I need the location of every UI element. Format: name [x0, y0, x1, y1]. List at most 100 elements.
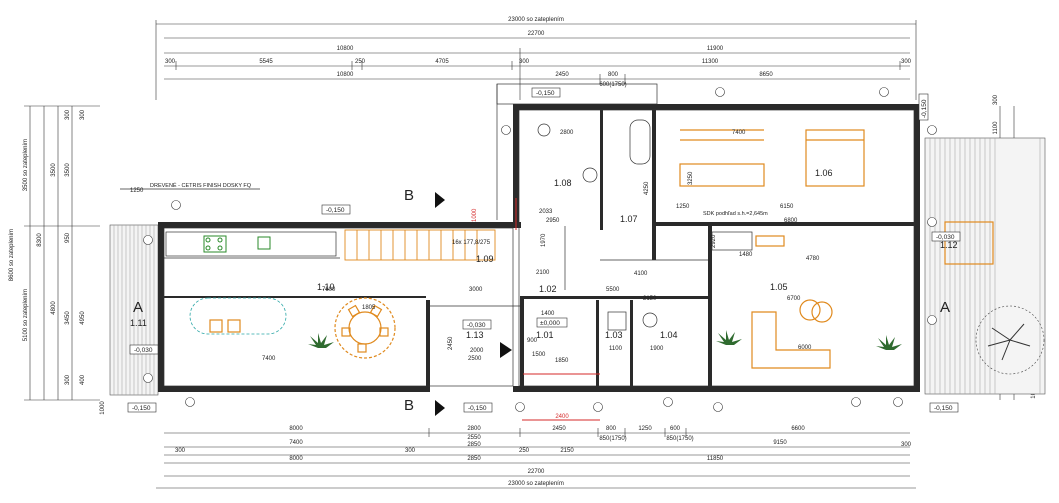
section-a-left: A — [133, 299, 143, 316]
dim-right-b: 300 — [993, 94, 999, 105]
dim-top-row2-5: 300 — [519, 59, 530, 65]
tree-icon — [975, 305, 1045, 375]
inner-lines — [163, 83, 915, 387]
inner-dim-34: 2920 — [711, 234, 717, 248]
inner-dim-3: 5500 — [606, 287, 620, 293]
dim-left-b: 3500 — [65, 163, 71, 177]
room-labels: 1.01 1.02 1.03 1.04 1.05 1.06 1.07 1.08 … — [130, 168, 958, 340]
level-tag-8: -0,030 — [467, 322, 486, 329]
inner-dim-6: 6150 — [780, 204, 794, 210]
dim-bottom-row4-1: 8000 — [289, 456, 303, 462]
inner-dim-29: 1500 — [532, 352, 546, 358]
inner-dim-11: 1805 — [362, 305, 376, 311]
plants — [308, 305, 1045, 375]
dim-bottom-overall-insulated: 23000 so zateplením — [508, 481, 564, 487]
room-1-13: 1.13 — [466, 330, 484, 340]
left-dimensions: 3500 so zateplením 8300 8600 so zateplen… — [9, 105, 133, 415]
dim-top-row2-2: 5545 — [259, 59, 273, 65]
plant-icon-2 — [716, 330, 742, 345]
inner-dim-4: 6700 — [787, 296, 801, 302]
dim-left-insulated-total: 8600 so zateplením — [9, 229, 15, 281]
dim-overall-top: 22700 — [528, 31, 545, 37]
plant-icon-1 — [308, 333, 334, 348]
inner-dim-28: 4250 — [644, 181, 650, 195]
inner-dim-17: 2950 — [546, 218, 560, 224]
dim-bottom-row3-2: 300 — [405, 448, 416, 454]
inner-dimensions: 7600 3000 5500 6700 7400 6150 6800 4780 … — [130, 130, 820, 364]
room-1-02: 1.02 — [539, 284, 557, 294]
staircase[interactable]: 16x 177,8/275 — [344, 229, 496, 261]
inner-dim-25: 2500 — [468, 356, 482, 362]
room-1-09: 1.09 — [476, 254, 494, 264]
section-b-arrow-top — [435, 192, 445, 208]
dim-left-h: 1000 — [100, 401, 106, 415]
dim-left-e: 3450 — [65, 311, 71, 325]
dim-top-row3: 10800 — [337, 72, 354, 78]
inner-dim-33: 1970 — [541, 233, 547, 247]
dim-bottom-row2-3: 850(1750) — [599, 436, 626, 442]
dim-left-l: 400 — [80, 374, 86, 385]
dim-overall-insulated-top: 23000 so zateplením — [508, 17, 564, 23]
dim-top-row2-6: 11300 — [702, 59, 719, 65]
dim-bottom-row3-3: 2850 — [467, 442, 481, 448]
section-b-arrow-bottom — [435, 400, 445, 416]
dim-left-c: 950 — [65, 232, 71, 243]
dim-left-j: 300 — [80, 109, 86, 120]
dim-left-d: 4800 — [51, 301, 57, 315]
plant-icon-3 — [876, 335, 902, 350]
dim-top-row2-4: 4705 — [435, 59, 449, 65]
room-1-10: 1.10 — [317, 282, 335, 292]
dim-bottom-row3-6: 300 — [901, 442, 912, 448]
room-1-05: 1.05 — [770, 282, 788, 292]
sdk-note: SDK podhľad s.h.=2,645m — [703, 211, 768, 217]
room-1-03: 1.03 — [605, 330, 623, 340]
inner-dim-9: 4100 — [634, 271, 648, 277]
stair-note: 16x 177,8/275 — [452, 240, 491, 246]
inner-dim-16: 1250 — [676, 204, 690, 210]
inner-dim-20: 1100 — [609, 346, 623, 352]
inner-dim-24: 2450 — [448, 336, 454, 350]
dim-bottom-row4-3: 11850 — [707, 456, 724, 462]
inner-dim-13: 7400 — [732, 130, 746, 136]
level-tag-9: -0,030 — [936, 234, 955, 241]
furniture — [165, 119, 994, 369]
inner-dim-12: 2800 — [560, 130, 574, 136]
room-1-01: 1.01 — [536, 330, 554, 340]
dim-top-row1-a: 10800 — [337, 46, 354, 52]
inner-dim-26: 1250 — [130, 188, 144, 194]
room-1-12: 1.12 — [940, 240, 958, 250]
inner-dim-10: 2150 — [643, 296, 657, 302]
level-tag-4: -0,150 — [132, 405, 151, 412]
dim-top-row1-b: 11900 — [707, 46, 724, 52]
dim-bottom-row1-6: 600 — [670, 426, 681, 432]
room-1-04: 1.04 — [660, 330, 678, 340]
axis-markers — [143, 87, 937, 412]
dim-top-row4-2: 800 — [608, 72, 619, 78]
dim-left-insulated-top: 3500 so zateplením — [23, 139, 29, 191]
room-1-11: 1.11 — [130, 318, 147, 328]
facade-note: DREVENÉ - CETRIS FINISH DOSKY FQ — [150, 182, 252, 189]
dim-bottom-row3-5: 2150 — [560, 448, 574, 454]
dim-top-row2-3: 250 — [355, 59, 366, 65]
dim-bottom-row2-4: 850(1750) — [666, 436, 693, 442]
dim-bottom-row3-1: 300 — [175, 448, 186, 454]
dim-left-total: 8300 — [37, 233, 43, 247]
dim-top-row4-1: 2450 — [555, 72, 569, 78]
section-marks: A A B B — [133, 187, 950, 416]
top-dimensions: 23000 so zateplením 22700 10800 11900 30… — [155, 17, 917, 100]
dim-bottom-overall: 22700 — [528, 469, 545, 475]
dim-bottom-row1-4: 800 — [606, 426, 617, 432]
inner-dim-22: 1850 — [555, 358, 569, 364]
terraces — [109, 137, 1046, 396]
dim-bottom-row2-1: 7400 — [289, 440, 303, 446]
inner-dim-5: 7400 — [262, 356, 276, 362]
notes: DREVENÉ - CETRIS FINISH DOSKY FQ SDK pod… — [120, 182, 768, 217]
level-tag-10: ±0,000 — [540, 320, 560, 327]
dim-bottom-row1-2: 2800 — [467, 426, 481, 432]
inner-dim-30: 2100 — [536, 270, 550, 276]
section-b-top: B — [404, 187, 414, 204]
dim-bottom-row2-2: 2550 — [467, 435, 481, 441]
inner-dim-7: 6800 — [784, 218, 798, 224]
inner-dim-23: 2000 — [470, 348, 484, 354]
dim-top-row2-7: 300 — [901, 59, 912, 65]
